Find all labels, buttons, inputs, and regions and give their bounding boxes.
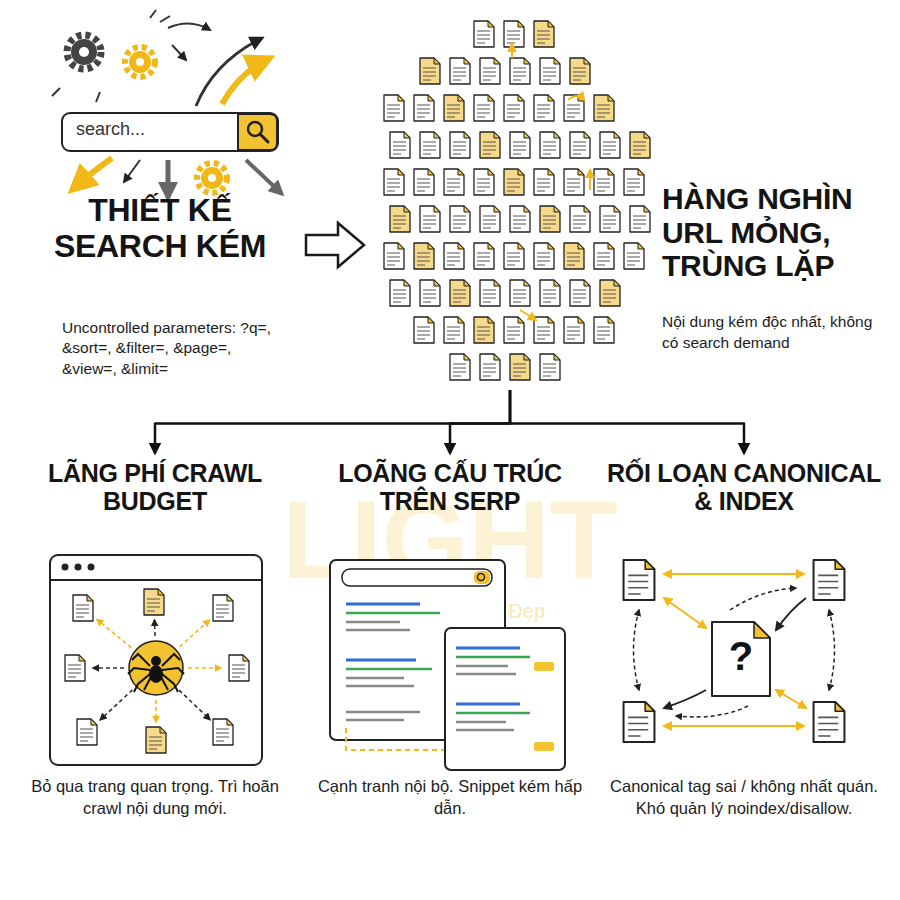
section-group: LOÃNG CẤU TRÚC TRÊN SERP Cạnh tranh nội b… bbox=[305, 455, 595, 895]
section-group: THIẾT KẾ SEARCH KÉM Uncontrolled paramete… bbox=[20, 10, 300, 390]
canonical-docs bbox=[624, 560, 845, 742]
crawl-browser bbox=[50, 555, 262, 765]
serp-windows bbox=[330, 560, 565, 770]
searchbox-text: search... bbox=[76, 120, 226, 140]
section-heading: HÀNG NGHÌN URL MỎNG, TRÙNG LẶP bbox=[662, 182, 877, 283]
section-group: HÀNG NGHÌN URL MỎNG, TRÙNG LẶP Nội dung k… bbox=[370, 10, 880, 390]
question-mark: ? bbox=[712, 634, 770, 678]
section-heading: RỐI LOẠN CANONICAL & INDEX bbox=[598, 459, 890, 515]
flow-arrow bbox=[510, 390, 744, 453]
section-heading: LOÃNG CẤU TRÚC TRÊN SERP bbox=[305, 459, 595, 515]
section-note: Canonical tag sai / không nhất quán. Khó… bbox=[604, 775, 884, 819]
section-note: Nội dung kém độc nhất, không có search d… bbox=[662, 312, 874, 354]
flow-arrow bbox=[155, 390, 510, 453]
document-cluster bbox=[384, 21, 650, 380]
section-note: Bỏ qua trang quan trọng. Trì hoãn crawl … bbox=[20, 775, 290, 819]
flow-arrow bbox=[306, 223, 364, 267]
section-note: Uncontrolled parameters: ?q=, &sort=, &f… bbox=[62, 318, 290, 380]
flow-arrow bbox=[450, 390, 510, 453]
cluster-arrows bbox=[512, 44, 590, 320]
section-note: Cạnh tranh nội bộ. Snippet kém hấp dẫn. bbox=[310, 775, 590, 819]
section-heading: LÃNG PHÍ CRAWL BUDGET bbox=[20, 459, 290, 515]
search-icon bbox=[52, 10, 282, 198]
section-heading: THIẾT KẾ SEARCH KÉM bbox=[35, 193, 285, 265]
section-group: LÃNG PHÍ CRAWL BUDGET Bỏ qua trang quan t… bbox=[20, 455, 290, 895]
